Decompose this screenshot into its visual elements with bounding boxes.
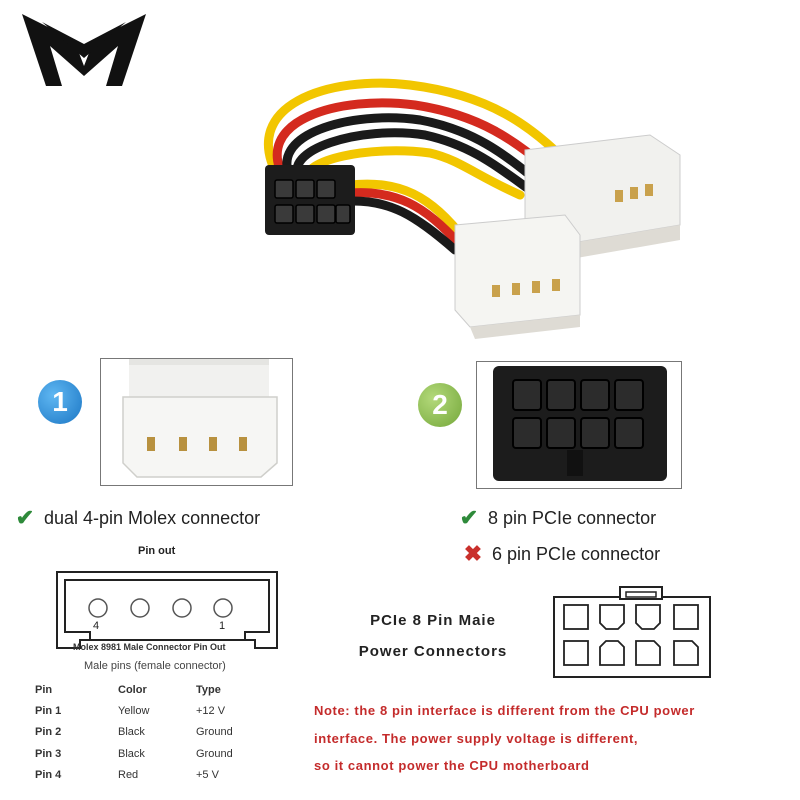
adapter-cable-image	[263, 78, 681, 339]
table-cell: Red	[118, 769, 139, 782]
column-header: Pin	[35, 684, 53, 696]
feature-pcie-6pin-label: 6 pin PCIe connector	[492, 543, 661, 564]
step-1-number: 1	[52, 386, 68, 417]
check-icon: ✔	[15, 505, 35, 530]
table-row: Pin 4 Red +5 V	[35, 765, 265, 787]
column-header: Type	[196, 684, 221, 696]
table-cell: Ground	[196, 747, 233, 760]
pcie-8pin-diagram	[553, 586, 711, 678]
feature-molex-label: dual 4-pin Molex connector	[44, 507, 261, 528]
feature-molex: ✔ dual 4-pin Molex connector	[14, 505, 260, 531]
table-row: Pin 1 Yellow +12 V	[35, 700, 265, 722]
table-cell: Black	[118, 726, 145, 739]
table-cell: Pin 2	[35, 726, 62, 739]
feature-pcie-8pin-label: 8 pin PCIe connector	[488, 507, 657, 528]
table-row: Pin 3 Black Ground	[35, 743, 265, 765]
molex-subcaption: Male pins (female connector)	[84, 660, 226, 672]
pinout-title: Pin out	[138, 545, 176, 557]
feature-pcie-8pin: ✔ 8 pin PCIe connector	[458, 505, 656, 531]
table-row: Pin 2 Black Ground	[35, 722, 265, 744]
table-cell: Black	[118, 747, 145, 760]
pin-label-4: 4	[93, 620, 99, 632]
note-line-2: interface. The power supply voltage is d…	[314, 730, 639, 746]
table-cell: Pin 1	[35, 704, 62, 717]
pin-table: Pin Color Type Pin 1 Yellow +12 V Pin 2 …	[35, 680, 265, 786]
pin-label-1: 1	[219, 620, 225, 632]
molex-closeup-panel	[100, 358, 293, 486]
table-cell: Pin 4	[35, 769, 62, 782]
table-cell: Ground	[196, 726, 233, 739]
step-2-badge: 2	[418, 383, 462, 427]
feature-pcie-6pin: ✖ 6 pin PCIe connector	[462, 541, 660, 567]
molex-caption: Molex 8981 Male Connector Pin Out	[73, 642, 226, 652]
table-header-row: Pin Color Type	[35, 680, 265, 700]
step-2-number: 2	[432, 389, 448, 420]
cross-icon: ✖	[463, 541, 483, 566]
table-cell: Pin 3	[35, 747, 62, 760]
pcie-title-line1: PCIe 8 Pin Maie	[370, 612, 496, 629]
molex-pinout-diagram: 4 1	[56, 571, 278, 649]
check-icon: ✔	[459, 505, 479, 530]
note-line-3: so it cannot power the CPU motherboard	[314, 758, 590, 773]
table-cell: Yellow	[118, 704, 150, 717]
pcie-title: PCIe 8 Pin Maie Power Connectors	[343, 605, 523, 667]
pcie-closeup-image	[493, 366, 667, 481]
pcie-title-line2: Power Connectors	[358, 643, 508, 660]
step-1-badge: 1	[38, 380, 82, 424]
molex-closeup-image	[122, 359, 278, 478]
pcie-closeup-panel	[476, 361, 682, 489]
table-cell: +12 V	[196, 704, 226, 717]
column-header: Color	[118, 684, 147, 696]
brand-logo-icon	[22, 14, 146, 86]
table-cell: +5 V	[196, 769, 219, 782]
warning-note: Note: the 8 pin interface is different f…	[314, 697, 695, 780]
note-line-1: Note: the 8 pin interface is different f…	[314, 703, 695, 718]
